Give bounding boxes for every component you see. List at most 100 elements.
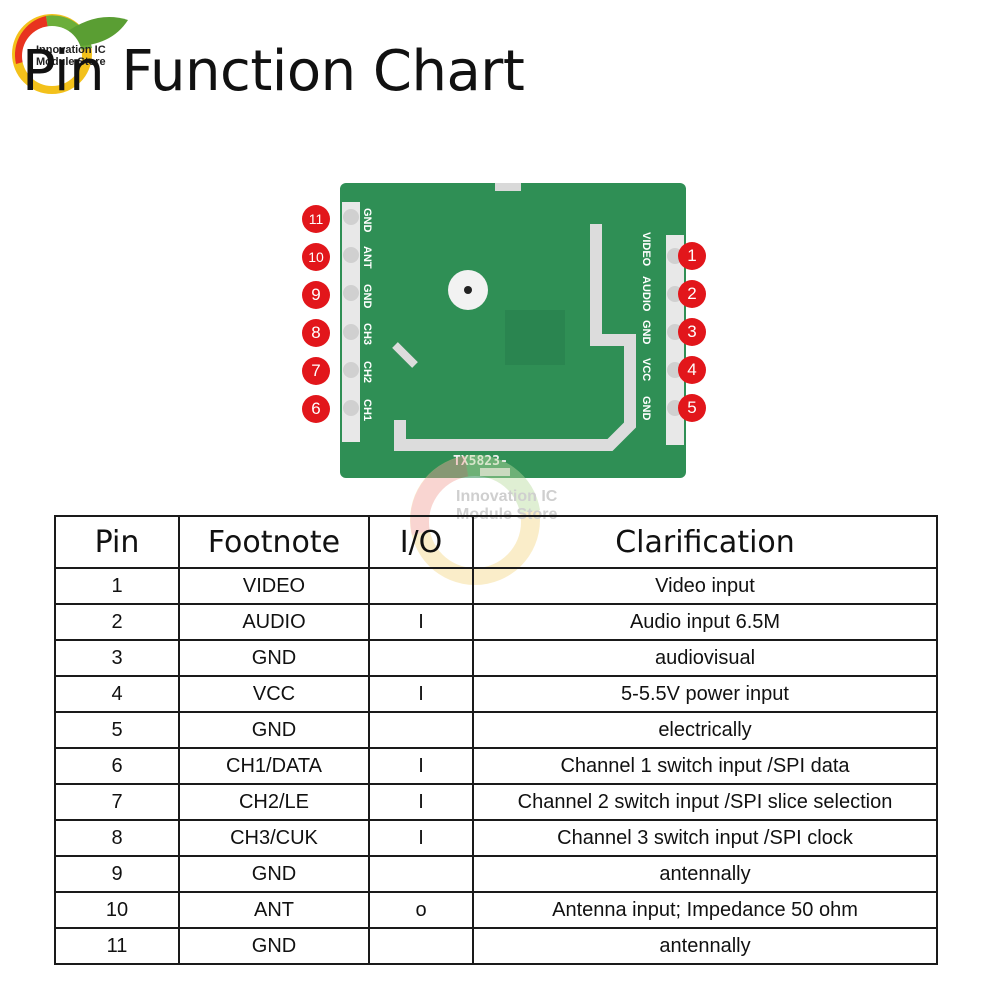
left-label-ant: ANT [361, 246, 373, 269]
cell-clarification: Channel 3 switch input /SPI clock [472, 819, 938, 857]
cell-io [368, 855, 474, 893]
chip-label: TX5823- [453, 454, 508, 469]
table-header-row: Pin Footnote I/O Clarification [54, 515, 938, 569]
cell-io [368, 567, 474, 605]
trace-path [394, 224, 636, 451]
cell-clarification: Audio input 6.5M [472, 603, 938, 641]
cell-footnote: ANT [178, 891, 370, 929]
cell-footnote: GND [178, 711, 370, 749]
left-label-ch1: CH1 [361, 399, 373, 421]
logo-text: Innovation IC Module Store [36, 44, 106, 68]
cell-pin: 5 [54, 711, 180, 749]
page-title: Pin Function Chart [22, 39, 525, 104]
pin-badge-10: 10 [302, 243, 330, 271]
cell-footnote: AUDIO [178, 603, 370, 641]
cell-clarification: Channel 1 switch input /SPI data [472, 747, 938, 785]
header-io: I/O [368, 515, 474, 569]
pin-badge-8: 8 [302, 319, 330, 347]
bottom-pad [480, 468, 510, 476]
cell-io: I [368, 783, 474, 821]
left-label-gnd-11: GND [361, 208, 373, 233]
store-logo [12, 14, 128, 94]
cell-pin: 11 [54, 927, 180, 965]
right-label-video: VIDEO [640, 232, 652, 267]
header-pin: Pin [54, 515, 180, 569]
right-label-vcc: VCC [640, 358, 652, 381]
cell-io: I [368, 675, 474, 713]
cell-clarification: Video input [472, 567, 938, 605]
cell-footnote: VIDEO [178, 567, 370, 605]
cell-footnote: VCC [178, 675, 370, 713]
cell-io: o [368, 891, 474, 929]
pin-badge-4: 4 [678, 356, 706, 384]
cell-clarification: Channel 2 switch input /SPI slice select… [472, 783, 938, 821]
left-label-ch2: CH2 [361, 361, 373, 383]
small-trace [392, 342, 418, 368]
cell-pin: 2 [54, 603, 180, 641]
via-grid [505, 310, 565, 365]
cell-clarification: audiovisual [472, 639, 938, 677]
pcb-drawing: TX5823- GND ANT GND CH3 CH2 CH1 VIDEO AU… [340, 183, 686, 478]
right-label-gnd-5: GND [640, 396, 652, 421]
left-pads [343, 209, 359, 416]
logo-line-1: Innovation IC [36, 44, 106, 56]
top-pad [495, 183, 521, 191]
cell-pin: 6 [54, 747, 180, 785]
pin-badge-11: 11 [302, 205, 330, 233]
pin-badge-9: 9 [302, 281, 330, 309]
cell-pin: 8 [54, 819, 180, 857]
cell-footnote: CH3/CUK [178, 819, 370, 857]
cell-clarification: electrically [472, 711, 938, 749]
pin-badge-1: 1 [678, 242, 706, 270]
cell-io: I [368, 819, 474, 857]
left-label-gnd-9: GND [361, 284, 373, 309]
watermark-line-1: Innovation IC [456, 488, 558, 505]
cell-pin: 7 [54, 783, 180, 821]
cell-io [368, 927, 474, 965]
cell-footnote: CH2/LE [178, 783, 370, 821]
right-label-audio: AUDIO [640, 276, 652, 312]
cell-pin: 10 [54, 891, 180, 929]
pin-badge-2: 2 [678, 280, 706, 308]
pin-badge-3: 3 [678, 318, 706, 346]
left-label-ch3: CH3 [361, 323, 373, 345]
left-edge-strip [342, 202, 360, 442]
pin-badge-7: 7 [302, 357, 330, 385]
cell-footnote: CH1/DATA [178, 747, 370, 785]
cell-io: I [368, 603, 474, 641]
cell-pin: 3 [54, 639, 180, 677]
pin-badge-5: 5 [678, 394, 706, 422]
cell-io: I [368, 747, 474, 785]
pin-badge-6: 6 [302, 395, 330, 423]
cell-clarification: antennally [472, 927, 938, 965]
cell-clarification: Antenna input; Impedance 50 ohm [472, 891, 938, 929]
logo-line-2: Module Store [36, 56, 106, 68]
cell-pin: 1 [54, 567, 180, 605]
cell-footnote: GND [178, 927, 370, 965]
cell-clarification: antennally [472, 855, 938, 893]
cell-pin: 4 [54, 675, 180, 713]
cell-clarification: 5-5.5V power input [472, 675, 938, 713]
cell-footnote: GND [178, 855, 370, 893]
cell-pin: 9 [54, 855, 180, 893]
cell-footnote: GND [178, 639, 370, 677]
right-label-gnd-3: GND [640, 320, 652, 345]
header-footnote: Footnote [178, 515, 370, 569]
module-board-image: TX5823- GND ANT GND CH3 CH2 CH1 VIDEO AU… [290, 180, 720, 480]
header-clarification: Clarification [472, 515, 938, 569]
cell-io [368, 711, 474, 749]
cell-io [368, 639, 474, 677]
